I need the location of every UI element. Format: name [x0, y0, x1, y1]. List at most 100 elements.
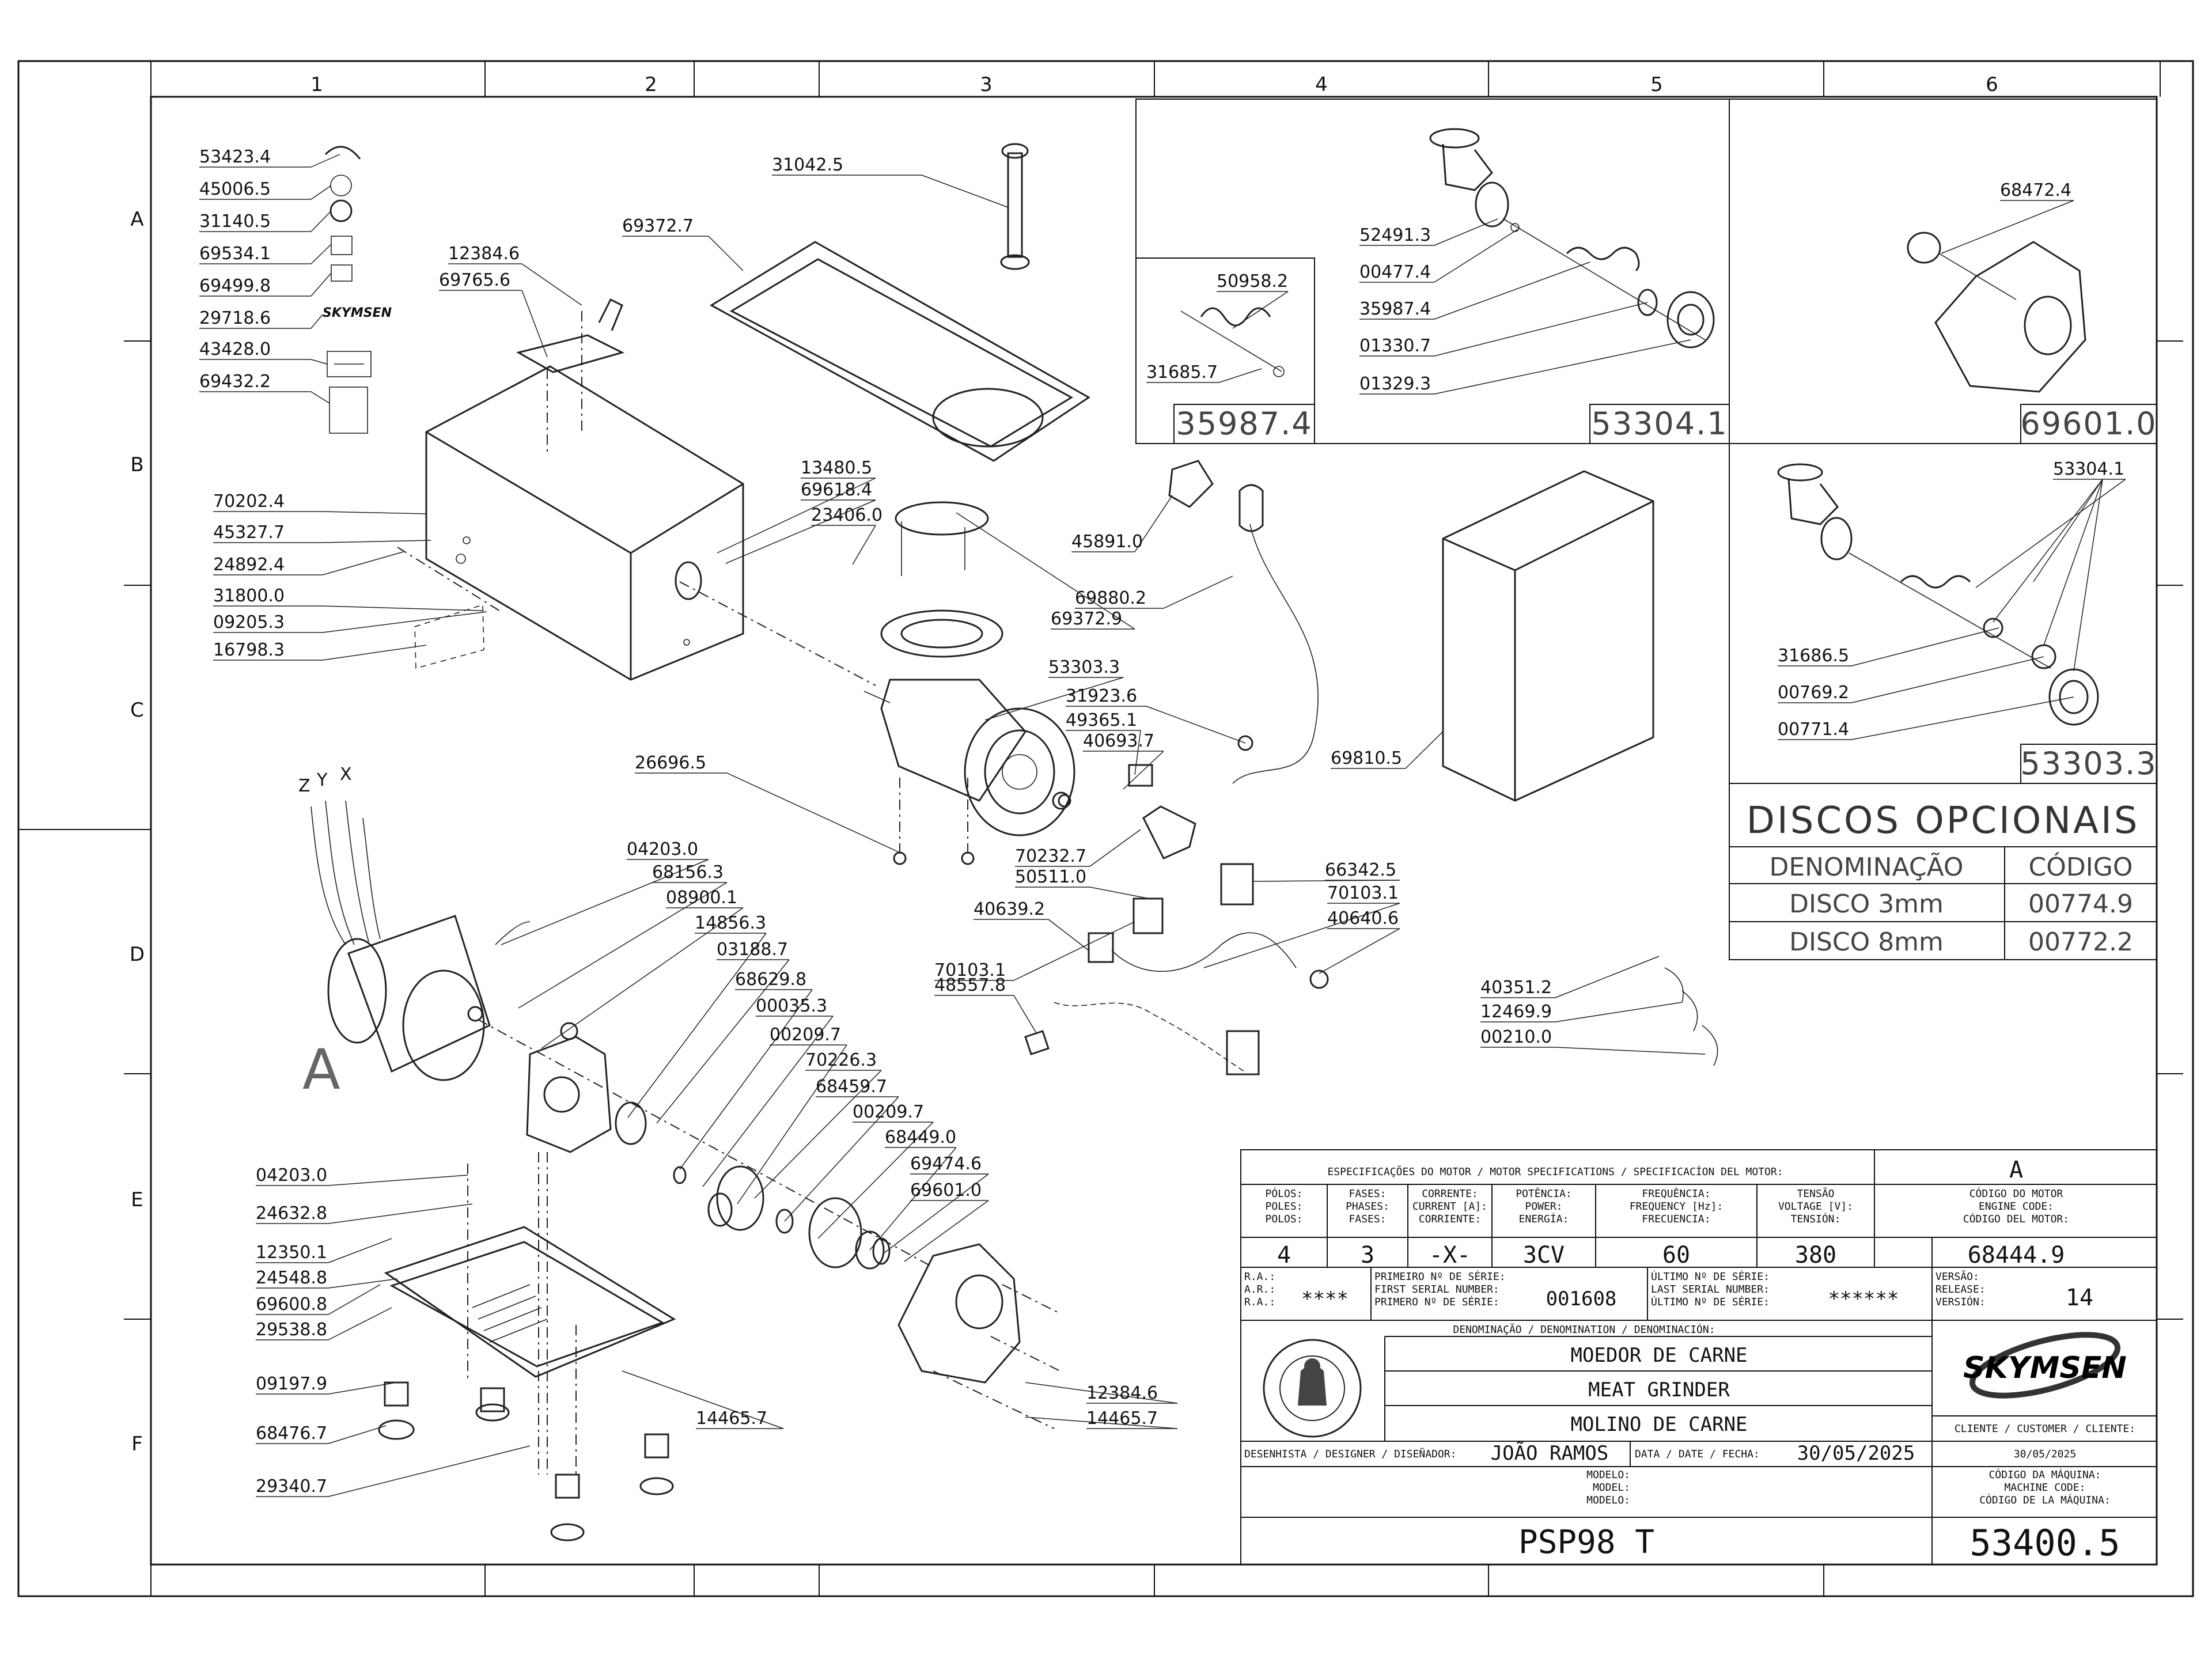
grinder-head	[863, 679, 1075, 836]
packaging-box	[1442, 470, 1654, 802]
part-number-callout: 53423.4	[199, 147, 271, 167]
revision-letter: A	[2009, 1157, 2023, 1183]
brand-sticker-icon: SKYMSEN	[323, 306, 392, 320]
last-serial: ******	[1828, 1287, 1899, 1310]
disc-row-2-name: DISCO 8mm	[1789, 927, 1944, 957]
detail-box-35987: 35987.4	[1135, 257, 1315, 444]
grid-row-d: D	[130, 943, 145, 966]
part-number-callout: 31923.6	[1066, 686, 1137, 706]
box-code-69601: 69601.0	[2020, 406, 2157, 442]
bracket-part	[516, 298, 625, 373]
label-line: MACHINE CODE:	[2005, 1482, 2086, 1494]
label-line: VERSIÓN:	[1936, 1296, 1986, 1308]
feed-tray	[710, 241, 1090, 462]
motor-col-label: TENSÃO	[1797, 1187, 1834, 1200]
part-number-callout: 12384.6	[1086, 1383, 1158, 1403]
discs-header-name: DENOMINAÇÃO	[1769, 852, 1963, 882]
part-number-callout: 40639.2	[974, 899, 1045, 919]
part-number-callout: 29340.7	[256, 1476, 327, 1497]
label-line: ÚLTIMO Nº DE SÉRIE:	[1651, 1270, 1770, 1283]
motor-col-label: PHASES:	[1346, 1200, 1389, 1213]
part-number-callout: 69880.2	[1075, 588, 1146, 608]
optional-discs-table: DISCOS OPCIONAIS DENOMINAÇÃO CÓDIGO DISC…	[1729, 783, 2157, 960]
motor-col-label: FRECUENCIA:	[1642, 1213, 1710, 1225]
motor-housing-cabinet	[425, 365, 744, 681]
label-line: R.A.:	[1244, 1296, 1275, 1308]
mincer-assembly-53304	[1429, 128, 1715, 349]
mincer-assembly-53303	[1777, 463, 2099, 726]
part-number-callout: 69810.5	[1331, 748, 1402, 768]
disc-row-2-code: 00772.2	[2028, 927, 2133, 957]
label-line: PRIMERO Nº DE SÉRIE:	[1374, 1296, 1499, 1308]
part-number-callout: 45327.7	[213, 522, 285, 543]
label-line: MODEL:	[1593, 1482, 1630, 1494]
axis-label-z: Z	[298, 776, 310, 796]
date-label: DATA / DATE / FECHA:	[1635, 1448, 1760, 1460]
motor-wire-end	[495, 921, 531, 945]
box-code-35987: 35987.4	[1176, 406, 1312, 442]
grid-row-c: C	[130, 699, 144, 722]
label-arc-icon	[324, 146, 361, 160]
row-grid: A B C D E F	[124, 208, 2183, 1456]
harness-wire	[1111, 932, 1297, 972]
ground-symbol-icon	[329, 199, 353, 222]
first-serial-label: PRIMEIRO Nº DE SÉRIE:FIRST SERIAL NUMBER…	[1374, 1270, 1506, 1308]
part-number-callout: 69372.7	[622, 216, 694, 236]
view-label-a: A	[302, 1037, 340, 1102]
part-number-callout: 13480.5	[801, 458, 872, 478]
ra-value: ****	[1301, 1287, 1349, 1310]
part-number-callout: 69601.0	[910, 1180, 982, 1200]
feed-throat-ring	[880, 501, 1003, 658]
part-number-callout: 69534.1	[199, 244, 271, 264]
part-number-callout: 04203.0	[627, 839, 698, 859]
grid-row-a: A	[130, 208, 143, 231]
detail-part-number-callout: 00477.4	[1359, 262, 1431, 282]
part-number-callout: 00209.7	[770, 1025, 841, 1045]
detail-part-number-callout: 00769.2	[1778, 683, 1849, 703]
rubber-feet	[378, 1381, 674, 1541]
customer-value: 30/05/2025	[2014, 1448, 2076, 1460]
part-number-callout: 68476.7	[256, 1423, 327, 1444]
motor-col-value: 380	[1795, 1242, 1836, 1268]
detail-part-number-callout: 31686.5	[1778, 646, 1849, 666]
motor-col-value: -X-	[1429, 1242, 1471, 1268]
gearbox-body	[526, 1022, 612, 1153]
motor-col-label: CURRENT [A]:	[1412, 1200, 1487, 1213]
name-pt: MOEDOR DE CARNE	[1570, 1344, 1747, 1367]
label-line: CÓDIGO DA MÁQUINA:	[1988, 1468, 2101, 1481]
part-number-callout: 49365.1	[1066, 710, 1137, 730]
base-plate	[384, 1226, 676, 1378]
first-serial: 001608	[1546, 1287, 1617, 1310]
motor-col-label: ENERGÍA:	[1519, 1213, 1569, 1225]
label-line: CÓDIGO DEL MOTOR:	[1963, 1213, 2069, 1225]
part-number-callout: 24548.8	[256, 1268, 327, 1288]
motor-col-label: POTÊNCIA:	[1516, 1187, 1572, 1200]
part-number-callout: 68449.0	[885, 1127, 956, 1147]
label-line: LAST SERIAL NUMBER:	[1651, 1283, 1770, 1296]
food-pusher	[1000, 143, 1030, 270]
part-number-callout: 40693.7	[1083, 731, 1154, 751]
label-line: PRIMEIRO Nº DE SÉRIE:	[1374, 1270, 1506, 1283]
motor-col-value: 3	[1361, 1242, 1374, 1268]
part-number-callout: 69372.9	[1051, 609, 1122, 629]
part-number-callout: 14465.7	[696, 1408, 767, 1429]
label-line: R.A.:	[1244, 1271, 1275, 1283]
grid-col-4: 4	[1315, 73, 1328, 96]
disc-row-1-name: DISCO 3mm	[1789, 889, 1944, 919]
part-number-callout: 03188.7	[717, 940, 788, 960]
version: 14	[2066, 1285, 2093, 1311]
last-serial-label: ÚLTIMO Nº DE SÉRIE:LAST SERIAL NUMBER:ÚL…	[1651, 1270, 1770, 1308]
part-number-callout: 08900.1	[666, 888, 737, 908]
part-number-callout: 70226.3	[805, 1050, 877, 1070]
wire-ends	[1664, 967, 1718, 1066]
part-number-callout: 50511.0	[1015, 867, 1086, 887]
part-number-callout: 70103.1	[1327, 883, 1399, 903]
name-en: MEAT GRINDER	[1588, 1378, 1730, 1402]
label-line: MODELO:	[1586, 1494, 1630, 1506]
motor-col-label: FASES:	[1349, 1213, 1386, 1225]
grid-row-f: F	[131, 1433, 143, 1456]
power-cable	[1232, 524, 1319, 784]
part-number-callouts: 53423.445006.531140.569534.169499.829718…	[199, 147, 2126, 1497]
grid-col-3: 3	[980, 73, 993, 96]
label-line: FIRST SERIAL NUMBER:	[1374, 1283, 1499, 1296]
